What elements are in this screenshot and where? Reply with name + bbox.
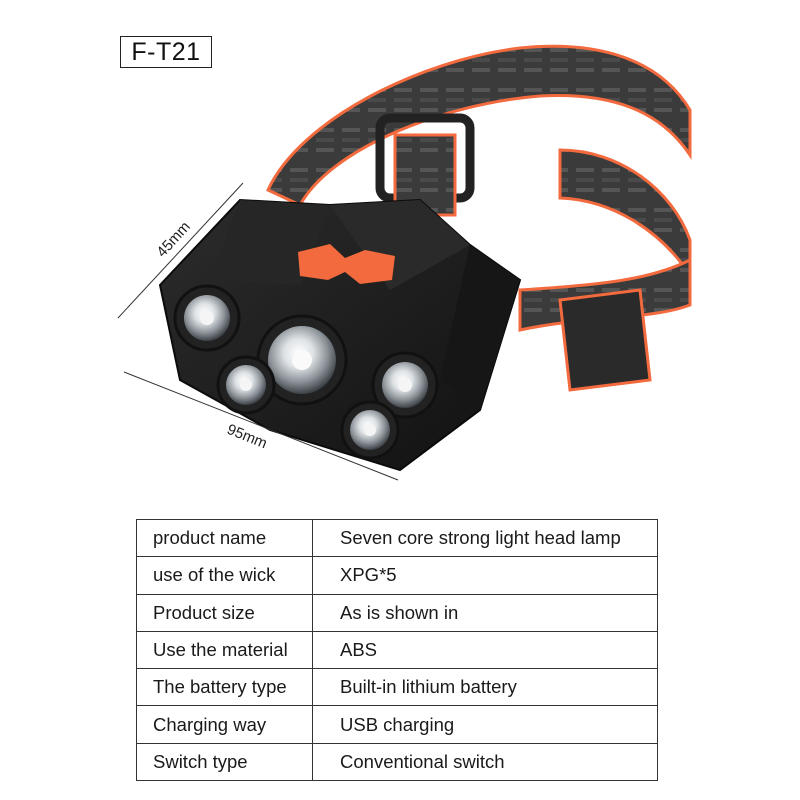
spec-value: ABS <box>312 630 658 670</box>
headlamp-product-image: 45mm 95mm <box>117 44 692 481</box>
table-row: use of the wick XPG*5 <box>136 556 658 595</box>
model-label: F-T21 <box>120 36 212 68</box>
spec-value: USB charging <box>312 705 658 744</box>
power-switch-icon <box>298 244 395 284</box>
spec-label: Charging way <box>136 705 313 744</box>
spec-value: As is shown in <box>312 593 658 632</box>
spec-label: Use the material <box>136 630 313 670</box>
spec-table: product name Seven core strong light hea… <box>136 518 658 782</box>
table-row: Product size As is shown in <box>136 593 658 632</box>
spec-value: Conventional switch <box>312 742 658 782</box>
spec-value: Built-in lithium battery <box>312 668 658 707</box>
spec-label: use of the wick <box>136 556 313 595</box>
table-row: Charging way USB charging <box>136 705 658 744</box>
table-row: The battery type Built-in lithium batter… <box>136 668 658 707</box>
spec-value: Seven core strong light head lamp <box>312 518 658 558</box>
spec-label: product name <box>136 518 313 558</box>
table-row: product name Seven core strong light hea… <box>136 518 658 558</box>
head-strap <box>266 44 692 392</box>
spec-label: Switch type <box>136 742 313 782</box>
led-lenses <box>173 284 439 460</box>
dimension-lines <box>117 182 399 481</box>
spec-value: XPG*5 <box>312 556 658 595</box>
table-row: Switch type Conventional switch <box>136 742 658 782</box>
spec-label: The battery type <box>136 668 313 707</box>
spec-label: Product size <box>136 593 313 632</box>
table-row: Use the material ABS <box>136 630 658 670</box>
